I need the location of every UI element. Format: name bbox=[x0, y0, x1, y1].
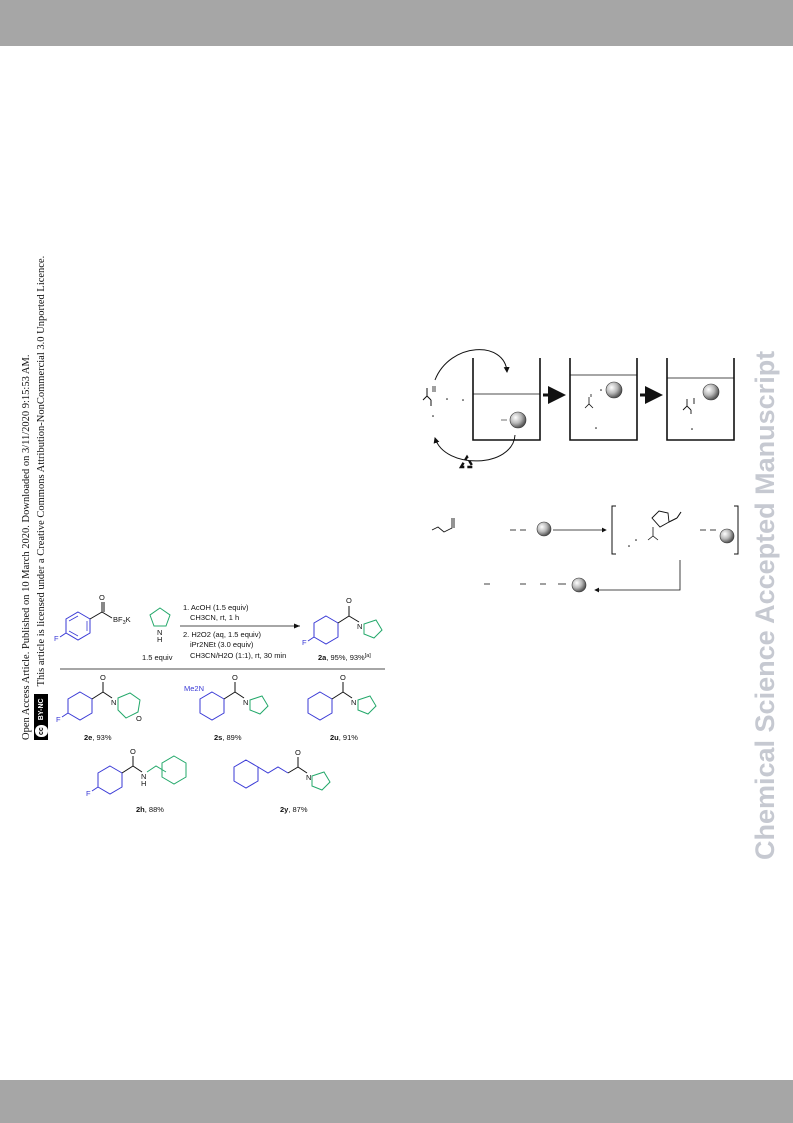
svg-text:2u, 91%: 2u, 91% bbox=[330, 733, 358, 742]
cc-icon: cc bbox=[34, 725, 48, 737]
recycling-diagram bbox=[422, 349, 735, 469]
amide-synthesis-scheme: F O BF3K N H 1.5 equiv 1. AcOH (1.5 equi… bbox=[54, 593, 385, 814]
cc-license-badge[interactable]: cc BY-NC bbox=[34, 694, 48, 740]
license-line[interactable]: This article is licensed under a Creativ… bbox=[35, 255, 47, 687]
svg-text:N: N bbox=[306, 773, 311, 782]
recycle-icon bbox=[458, 454, 476, 469]
footer-band bbox=[0, 1080, 793, 1123]
reaction-conditions: 1. AcOH (1.5 equiv) CH3CN, rt, 1 h 2. H2… bbox=[180, 603, 300, 660]
svg-text:H: H bbox=[157, 635, 162, 644]
svg-text:O: O bbox=[100, 673, 106, 682]
product-2h: F O N H 2h, 88% bbox=[86, 747, 187, 814]
svg-text:N: N bbox=[157, 628, 162, 637]
svg-text:2e, 93%: 2e, 93% bbox=[84, 733, 112, 742]
svg-text:O: O bbox=[99, 593, 105, 602]
svg-text:O: O bbox=[295, 748, 301, 757]
svg-text:H: H bbox=[141, 779, 146, 788]
mechanism-sketch bbox=[431, 505, 739, 593]
svg-text:2y, 87%: 2y, 87% bbox=[280, 805, 308, 814]
svg-text:O: O bbox=[346, 596, 352, 605]
accepted-manuscript-watermark: Chemical Science Accepted Manuscript bbox=[750, 350, 780, 860]
svg-text:N: N bbox=[141, 772, 146, 781]
svg-text:O: O bbox=[232, 673, 238, 682]
pyrrolidine-amine: N H 1.5 equiv bbox=[142, 607, 173, 662]
svg-text:2h, 88%: 2h, 88% bbox=[136, 805, 164, 814]
svg-text:CH3CN, rt, 1 h: CH3CN, rt, 1 h bbox=[190, 613, 239, 622]
product-2s: Me2N O N 2s, 89% bbox=[184, 673, 269, 742]
svg-text:CH3CN/H2O (1:1), rt, 30 min: CH3CN/H2O (1:1), rt, 30 min bbox=[190, 651, 286, 660]
product-2u: O N 2u, 91% bbox=[307, 673, 377, 742]
svg-text:2s, 89%: 2s, 89% bbox=[214, 733, 242, 742]
svg-text:BF3K: BF3K bbox=[113, 615, 131, 626]
svg-text:F: F bbox=[302, 638, 307, 647]
starting-acyltrifluoroborate: F O BF3K bbox=[54, 593, 131, 643]
svg-text:iPr2NEt (3.0 equiv): iPr2NEt (3.0 equiv) bbox=[190, 640, 254, 649]
svg-text:N: N bbox=[351, 698, 356, 707]
publication-line: Open Access Article. Published on 10 Mar… bbox=[21, 354, 32, 740]
svg-text:O: O bbox=[136, 714, 142, 723]
svg-text:F: F bbox=[56, 715, 61, 724]
svg-text:O: O bbox=[130, 747, 136, 756]
header-band bbox=[0, 0, 793, 46]
svg-text:F: F bbox=[54, 634, 59, 643]
svg-text:1.5 equiv: 1.5 equiv bbox=[142, 653, 173, 662]
svg-text:O: O bbox=[340, 673, 346, 682]
open-access-notice: Open Access Article. Published on 10 Mar… bbox=[20, 200, 50, 740]
svg-text:N: N bbox=[243, 698, 248, 707]
product-2a: F O N 2a, 95%, 93%[a] bbox=[302, 596, 383, 662]
svg-text:N: N bbox=[111, 698, 116, 707]
product-2y: O N 2y, 87% bbox=[233, 748, 331, 814]
svg-text:Me2N: Me2N bbox=[184, 684, 204, 693]
svg-text:N: N bbox=[357, 622, 362, 631]
svg-text:1. AcOH (1.5 equiv): 1. AcOH (1.5 equiv) bbox=[183, 603, 249, 612]
svg-text:2a, 95%, 93%[a]: 2a, 95%, 93%[a] bbox=[318, 653, 371, 662]
svg-text:2. H2O2 (aq, 1.5 equiv): 2. H2O2 (aq, 1.5 equiv) bbox=[183, 630, 261, 639]
product-2e: F O N O 2e, 93% bbox=[56, 673, 142, 742]
svg-text:F: F bbox=[86, 789, 91, 798]
